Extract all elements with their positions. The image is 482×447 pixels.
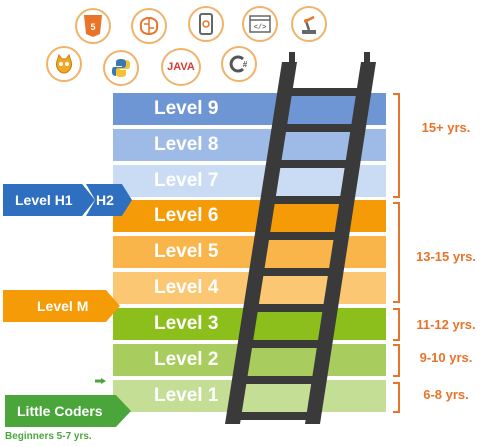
- level-h1-tab[interactable]: Level H1: [3, 184, 95, 216]
- ladder-rung: [280, 124, 360, 132]
- svg-text:5: 5: [90, 22, 95, 32]
- ladder-rung: [246, 340, 326, 348]
- age-label-13-15: 13-15 yrs.: [416, 249, 476, 264]
- level-1-bar[interactable]: Level 1: [113, 380, 386, 412]
- age-label-6-8: 6-8 yrs.: [423, 387, 469, 402]
- java-icon: JAVA: [161, 48, 201, 86]
- level-9-bar[interactable]: Level 9: [113, 93, 386, 125]
- csharp-icon: #: [221, 46, 257, 82]
- age-bracket-9-10: [393, 344, 400, 377]
- age-label-9-10: 9-10 yrs.: [419, 350, 473, 365]
- svg-text:</>: </>: [254, 24, 267, 32]
- ladder-rung: [251, 304, 332, 312]
- html5-icon: 5: [75, 8, 111, 44]
- little-coders-tab[interactable]: Little Coders: [5, 395, 131, 427]
- ladder-rung: [263, 232, 343, 240]
- ladder-rung: [240, 376, 321, 384]
- ladder-rung: [285, 88, 365, 96]
- age-bracket-11-12: [393, 308, 400, 341]
- java-label: JAVA: [167, 61, 195, 73]
- ladder-rung: [257, 268, 338, 276]
- level-8-bar[interactable]: Level 8: [113, 129, 386, 161]
- code-window-icon: </>: [242, 6, 278, 42]
- age-bracket-6-8: [393, 382, 400, 413]
- level-h2-tab[interactable]: H2: [86, 184, 132, 216]
- beginners-caption: Beginners 5-7 yrs.: [5, 431, 92, 442]
- ladder-rung: [234, 412, 315, 420]
- scratch-cat-icon: [46, 46, 82, 82]
- level-7-bar[interactable]: Level 7: [113, 165, 386, 197]
- ladder-rung: [268, 196, 349, 204]
- ai-brain-icon: [131, 8, 167, 44]
- age-label-11-12: 11-12 yrs.: [416, 317, 476, 332]
- python-icon: [103, 50, 139, 86]
- age-label-15-plus: 15+ yrs.: [421, 120, 471, 135]
- age-bracket-15-plus: [393, 93, 400, 198]
- small-arrow-icon: [95, 378, 106, 384]
- svg-text:#: #: [243, 60, 248, 69]
- mobile-app-icon: [188, 6, 224, 42]
- ladder-rung: [274, 160, 354, 168]
- robot-arm-icon: [291, 6, 327, 42]
- age-bracket-13-15: [393, 202, 400, 303]
- level-m-tab[interactable]: Level M: [3, 290, 120, 322]
